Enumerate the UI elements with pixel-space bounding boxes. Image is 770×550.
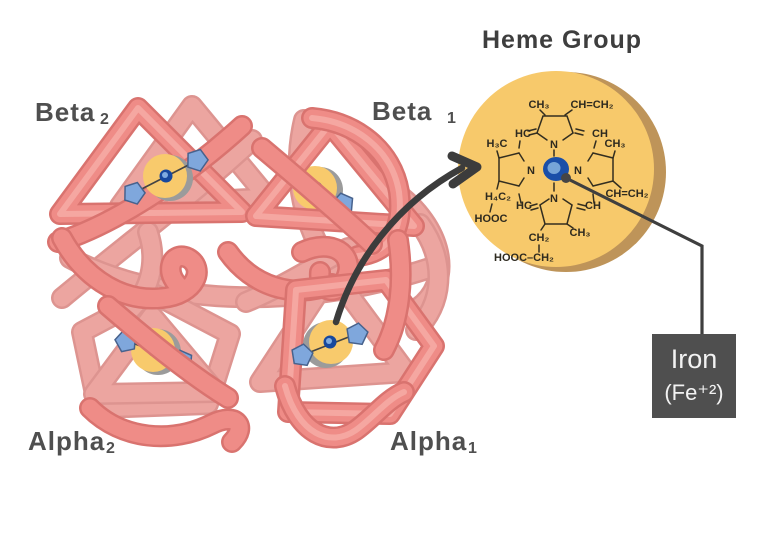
chem-label: H₃C xyxy=(487,138,508,150)
chem-label: CH₂ xyxy=(529,232,550,244)
subunit-name: Beta xyxy=(35,97,95,127)
subunit-number: 2 xyxy=(106,440,115,457)
iron-callout-box: Iron (Fe⁺²) xyxy=(652,334,736,418)
chem-label: CH=CH₂ xyxy=(570,99,613,111)
subunit-number: 1 xyxy=(468,440,477,457)
chem-label: CH₃ xyxy=(605,138,626,150)
subunit-label-alpha2: Alpha 2 xyxy=(28,426,115,457)
chem-label: HOOC–CH₂ xyxy=(494,252,554,264)
chem-labels: CH₃ CH=CH₂ HC CH H₃C CH₃ N N N H₄C₂ CH=C… xyxy=(475,99,649,264)
iron-formula-label: (Fe⁺²) xyxy=(664,380,723,405)
subunit-label-beta1: Beta 1 xyxy=(372,96,456,127)
fe-pointer-dot xyxy=(561,173,571,183)
heme-disc-alpha1 xyxy=(289,320,370,368)
curved-arrow-icon xyxy=(332,151,482,326)
chem-label: CH xyxy=(585,200,601,212)
iron-label: Iron xyxy=(671,344,718,374)
subunit-name: Alpha xyxy=(390,426,467,456)
subunit-number: 1 xyxy=(447,110,456,127)
chem-label: N xyxy=(527,165,535,177)
chem-label: CH₃ xyxy=(570,227,591,239)
subunit-name: Alpha xyxy=(28,426,105,456)
chem-label: HOOC xyxy=(475,213,508,225)
chem-label: N xyxy=(550,139,558,151)
heme-group-circle: CH₃ CH=CH₂ HC CH H₃C CH₃ N N N H₄C₂ CH=C… xyxy=(458,71,666,272)
porphyrin-skeleton xyxy=(489,109,622,253)
subunit-label-alpha1: Alpha 1 xyxy=(390,426,477,457)
subunit-number: 2 xyxy=(100,111,109,128)
chem-label: N xyxy=(574,165,582,177)
subunit-name: Beta xyxy=(372,96,432,126)
heme-disc-beta2 xyxy=(120,145,212,207)
subunit-label-beta2: Beta 2 xyxy=(35,97,109,128)
chem-label: CH=CH₂ xyxy=(605,188,648,200)
fe-leader-line xyxy=(561,173,704,338)
chem-label: HC xyxy=(516,200,532,212)
chem-label: HC xyxy=(515,128,531,140)
chem-label: H₄C₂ xyxy=(485,191,511,203)
chem-label: CH xyxy=(592,128,608,140)
heme-group-title: Heme Group xyxy=(482,26,642,54)
chem-label: N xyxy=(550,193,558,205)
chem-label: CH₃ xyxy=(529,99,550,111)
iron-box xyxy=(652,334,736,418)
